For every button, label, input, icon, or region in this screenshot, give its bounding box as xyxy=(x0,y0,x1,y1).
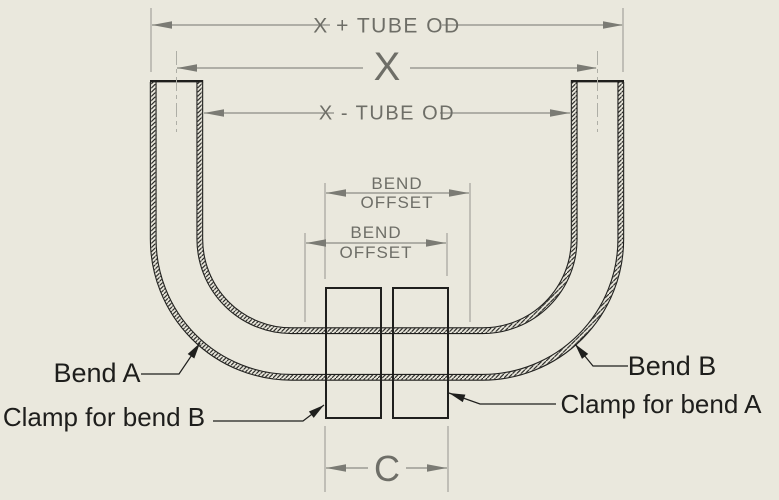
clamp-bend-b xyxy=(325,287,382,419)
leader-line xyxy=(141,342,201,375)
dim-x: X xyxy=(176,45,598,132)
dim-x-minus-tube-od: X - TUBE OD xyxy=(204,103,570,125)
dim-arrow xyxy=(427,464,447,472)
dim-arrow xyxy=(603,21,623,29)
tube-inner-wall xyxy=(196,82,578,335)
leader-line xyxy=(213,404,325,422)
dim-arrow xyxy=(449,189,469,197)
callout-clamp-for-bend-b: Clamp for bend B xyxy=(3,402,325,432)
callout-clamp-for-bend-b-label: Clamp for bend B xyxy=(3,402,205,432)
dim-arrow xyxy=(326,464,346,472)
dim-bend-offset-upper-line1: BEND xyxy=(371,174,422,193)
dim-arrow xyxy=(152,21,172,29)
dim-arrow xyxy=(577,64,597,72)
leader-arrow xyxy=(187,343,200,359)
tube-profile xyxy=(149,79,625,381)
callout-bend-b: Bend B xyxy=(574,343,717,381)
tube-outer-wall xyxy=(149,82,625,381)
dim-arrow xyxy=(306,239,326,247)
dim-x-plus-tube-od-label: X + TUBE OD xyxy=(313,15,460,38)
leader-arrow xyxy=(575,344,589,359)
callout-bend-b-label: Bend B xyxy=(628,351,717,381)
callout-clamp-for-bend-a: Clamp for bend A xyxy=(448,389,763,419)
dim-c: C xyxy=(324,426,449,492)
leader-arrow xyxy=(449,393,466,403)
dim-bend-offset-upper: BEND OFFSET xyxy=(324,174,471,322)
dim-arrow xyxy=(204,109,224,117)
callout-bend-a: Bend A xyxy=(53,342,201,388)
dim-arrow xyxy=(550,109,570,117)
dim-bend-offset-upper-line2: OFFSET xyxy=(360,193,433,212)
dim-arrow xyxy=(326,189,346,197)
callout-clamp-for-bend-a-label: Clamp for bend A xyxy=(561,389,763,419)
leader-arrow xyxy=(308,405,324,418)
dim-arrow xyxy=(426,239,446,247)
clamp-bend-a xyxy=(392,287,449,419)
dim-c-label: C xyxy=(374,448,400,489)
dim-x-label: X xyxy=(374,45,401,89)
dim-x-plus-tube-od: X + TUBE OD xyxy=(150,8,624,72)
dim-arrow xyxy=(177,64,197,72)
dim-x-minus-tube-od-label: X - TUBE OD xyxy=(319,103,455,125)
callout-bend-a-label: Bend A xyxy=(53,358,140,388)
dim-bend-offset-lower-line2: OFFSET xyxy=(339,243,412,262)
dim-bend-offset-lower: BEND OFFSET xyxy=(304,223,448,322)
dim-bend-offset-lower-line1: BEND xyxy=(350,223,401,242)
